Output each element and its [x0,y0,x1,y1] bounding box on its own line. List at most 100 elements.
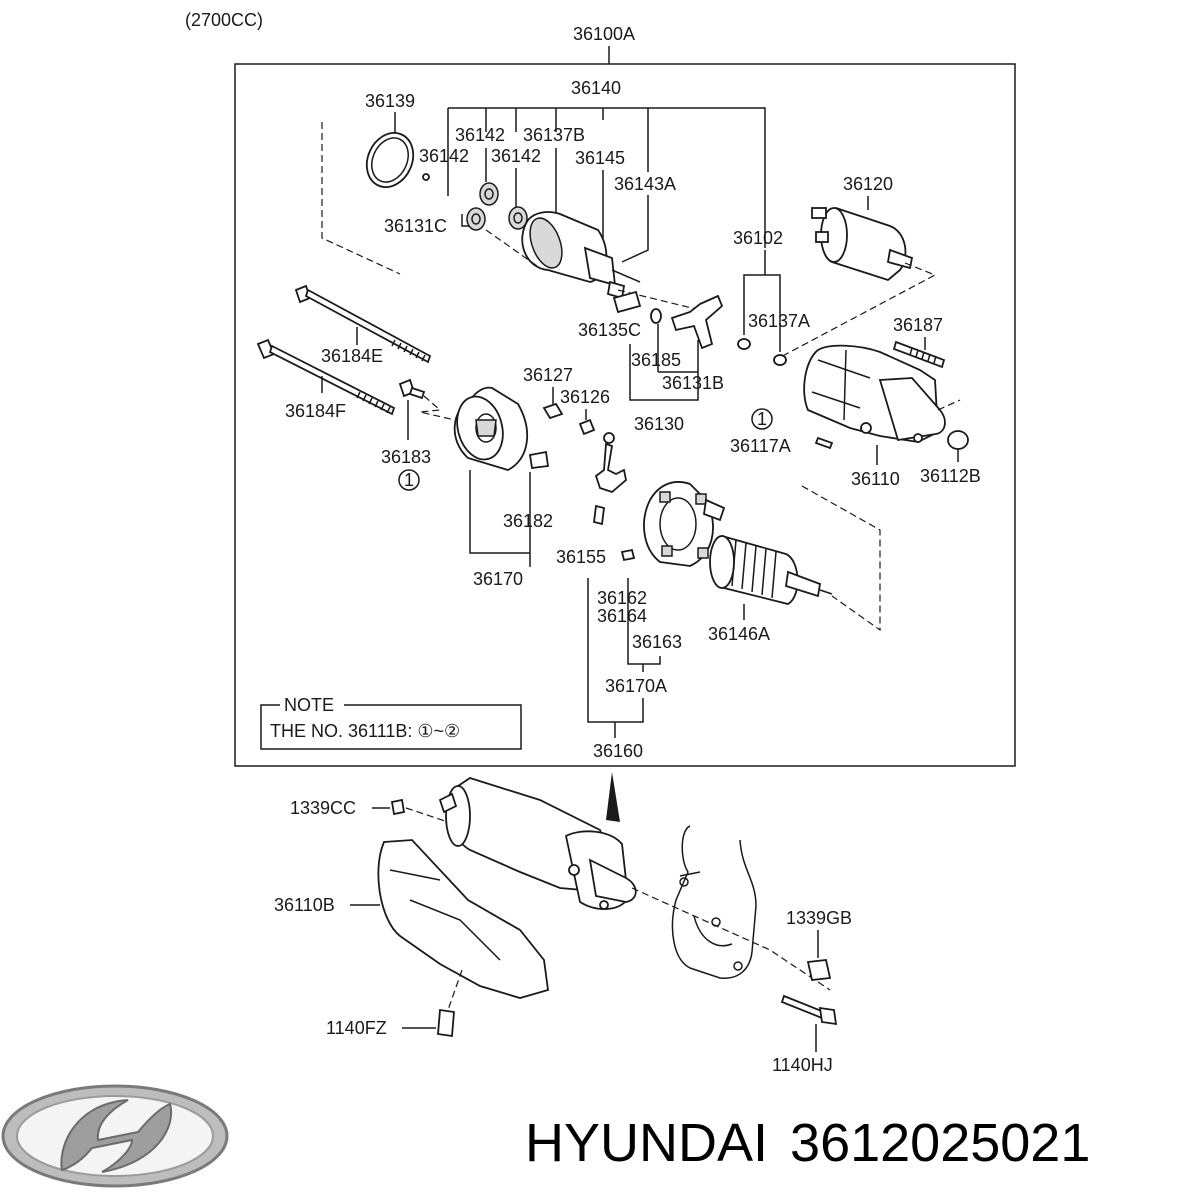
label-36160: 36160 [593,741,643,761]
guide-dashed-housing [937,399,961,411]
label-36143A: 36143A [614,174,676,194]
label-36139: 36139 [365,91,415,111]
note-title: NOTE [284,695,334,715]
label-36135C: 36135C [578,320,641,340]
label-36102: 36102 [733,228,783,248]
snap-ring-inner [371,137,409,183]
brush-lead-icon [593,432,627,526]
brush-holder-icon [643,481,726,567]
note-box [260,704,522,750]
label-36184F: 36184F [285,401,346,421]
brand-name: HYUNDAI [525,1113,769,1173]
heat-shield-icon [377,839,549,999]
label-36142-a: 36142 [455,125,505,145]
label-36155: 36155 [556,547,606,567]
marker-1-left: 1 [404,470,414,490]
stud-bolt-icon [892,340,946,369]
note-title-bg [280,696,344,714]
guide-dashed-1140FZ [447,969,463,1011]
label-36142-b: 36142 [419,146,469,166]
note-text: THE NO. 36111B: ①~② [270,721,460,741]
label-36170A: 36170A [605,676,667,696]
armature-icon [709,535,833,605]
label-36187: 36187 [893,315,943,335]
label-36183: 36183 [381,447,431,467]
guide-dashed-left [321,122,401,275]
label-36127: 36127 [523,365,573,385]
bushing-36112B [947,430,969,450]
label-1140FZ: 1140FZ [326,1018,387,1038]
nut-36126 [578,418,596,436]
engine-spec-label: (2700CC) [185,10,263,30]
label-1339CC: 1339CC [290,798,356,818]
through-bolt-icon-2 [256,338,396,416]
label-36112B: 36112B [920,466,981,486]
marker-1-right: 1 [757,409,767,429]
through-bolt-icon [294,284,432,364]
nut-1339GB [806,959,832,981]
bracket-36102 [743,250,781,352]
mounting-plate-icon [671,825,757,979]
small-ball [422,173,430,181]
label-36184E: 36184E [321,346,383,366]
washer-36185 [650,308,662,324]
label-36182: 36182 [503,511,553,531]
label-36170: 36170 [473,569,523,589]
assembly-label: 36100A [573,24,635,44]
drive-end-housing-icon [803,344,946,443]
marker-circle-1-right [751,408,773,430]
screw-shank-36183 [408,386,426,400]
label-36137A: 36137A [748,311,810,331]
label-36131B: 36131B [662,373,724,393]
seal-36137A [737,338,751,350]
bolt-1140FZ [437,1008,455,1038]
guide-dashed-cap [419,395,456,421]
guide-dashed-assembly [405,807,831,991]
nut-36127 [542,402,564,420]
leaders-gear-set [485,148,649,263]
installation-arrow [606,772,620,822]
marker-circle-1-left [398,469,420,491]
label-36130: 36130 [634,414,684,434]
label-36145: 36145 [575,148,625,168]
bushing-36182 [528,450,550,470]
label-36146A: 36146A [708,624,770,644]
shift-lever-icon [670,294,724,350]
label-36110: 36110 [851,469,900,489]
seal-36137A-b [773,354,787,366]
label-1339GB: 1339GB [786,908,852,928]
label-36120: 36120 [843,174,893,194]
spring-36162 [620,548,636,562]
label-36142-c: 36142 [491,146,541,166]
planet-gear-icon [466,182,528,231]
label-36164: 36164 [597,606,647,626]
nut-1339CC [390,798,406,816]
starter-assembly-icon [438,777,637,910]
guide-dashed-armature [801,485,881,632]
bolt-1140HJ-icon [780,994,838,1026]
end-cover-icon [453,386,529,471]
label-36137B: 36137B [523,125,585,145]
solenoid-switch-icon [811,207,914,282]
label-36110B: 36110B [274,895,335,915]
label-36117A: 36117A [730,436,791,456]
label-1140HJ: 1140HJ [772,1055,833,1075]
bracket-36170 [469,470,531,567]
plate-36135C [612,290,642,314]
hyundai-logo-icon [1,1084,229,1188]
label-36163: 36163 [632,632,682,652]
label-36185: 36185 [631,350,681,370]
label-36162: 36162 [597,588,647,608]
bracket-36140 [447,107,766,248]
label-36126: 36126 [560,387,610,407]
assembly-frame [234,63,1016,767]
bracket-36130 [629,324,699,401]
label-36140: 36140 [571,78,621,98]
overrunning-clutch-icon [521,211,641,300]
label-36131C: 36131C [384,216,447,236]
snap-ring-36139 [365,132,415,188]
screw-36117A [814,436,834,450]
